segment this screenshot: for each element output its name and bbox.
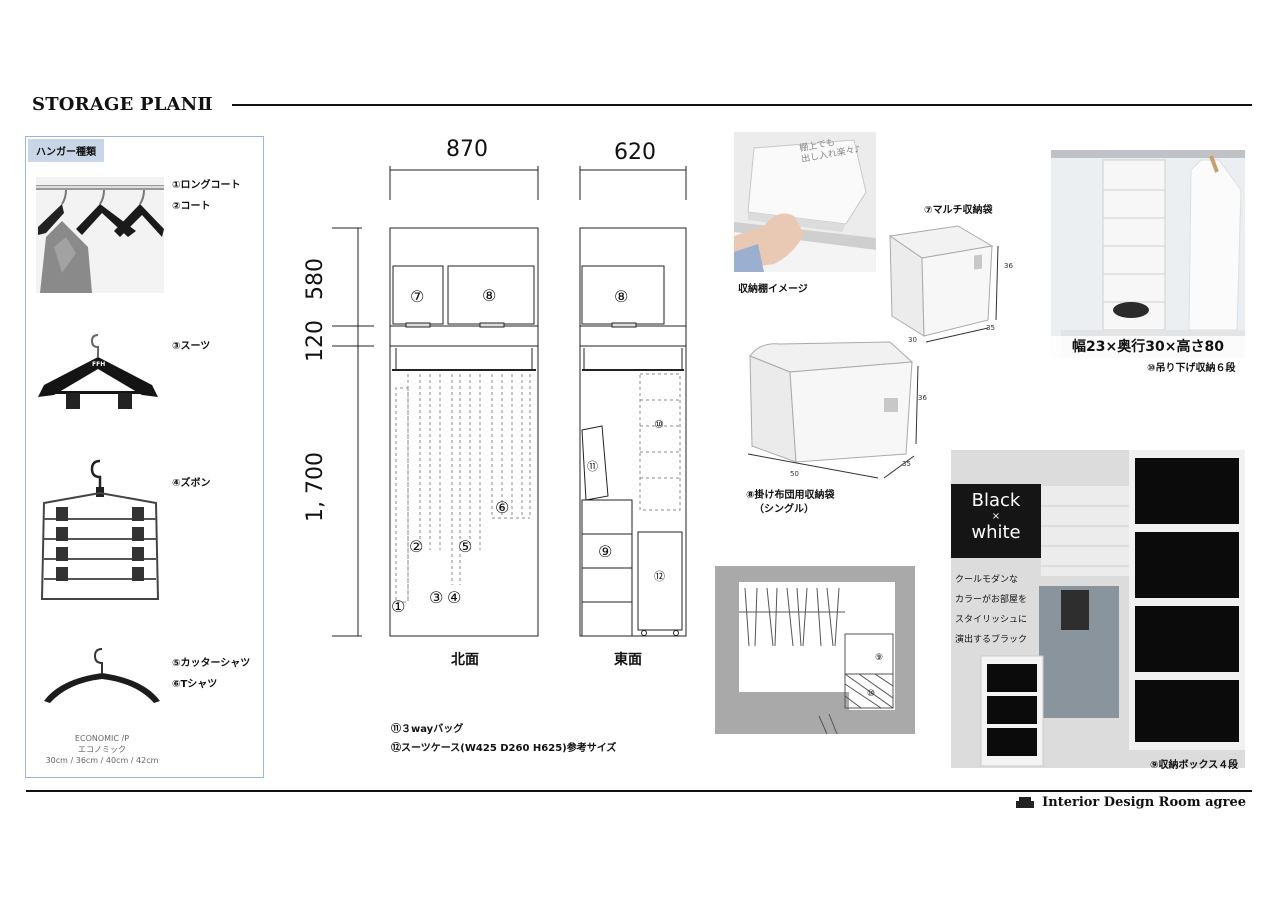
suit-hanger-photo: FFH bbox=[34, 333, 164, 413]
shirt-hanger-photo bbox=[40, 647, 164, 709]
box-copy-3: スタイリッシュに bbox=[955, 615, 1028, 625]
page-title: STORAGE PLANⅡ bbox=[32, 94, 213, 115]
box-copy-1: クールモダンな bbox=[955, 575, 1019, 585]
badge-white: white bbox=[971, 522, 1021, 543]
hanger-panel: ハンガー種類 ①ロングコート ②コート FFH ③スーツ bbox=[25, 136, 264, 778]
shirt-hanger-icon bbox=[44, 648, 160, 703]
hanger-label-shirt: ⑤カッターシャツ bbox=[172, 658, 251, 669]
marker-7-north: ⑦ bbox=[410, 287, 424, 306]
hanging-storage-photo: 幅23×奥行30×高さ80 bbox=[1051, 150, 1245, 358]
hanger-labels-3: ④ズボン bbox=[172, 473, 210, 494]
badge-black: Black bbox=[971, 490, 1021, 511]
height-dim-1700: 1, 700 bbox=[303, 452, 328, 522]
hanger-label-pants: ④ズボン bbox=[172, 478, 211, 489]
badge-times: × bbox=[991, 511, 1001, 522]
hanger-label-tshirt: ⑥Tシャツ bbox=[172, 679, 218, 690]
futon-bag-caption-1: ⑧掛け布団用収納袋 bbox=[746, 490, 835, 501]
futon-bag-illustration: 36 50 35 bbox=[747, 341, 927, 479]
box-copy-2: カラーがお部屋を bbox=[955, 595, 1028, 605]
futon-bag-dim-height: 36 bbox=[918, 394, 927, 402]
title-rule bbox=[232, 104, 1252, 106]
box-copy-4: 演出するブラック bbox=[955, 635, 1028, 645]
plan-marker-9: ⑨ bbox=[875, 653, 883, 663]
marker-12: ⑫ bbox=[654, 570, 665, 583]
brand-name: Interior Design Room agree bbox=[1042, 795, 1246, 810]
marker-4: ④ bbox=[447, 588, 461, 607]
marker-8-north: ⑧ bbox=[482, 286, 496, 305]
hanger-labels-4: ⑤カッターシャツ ⑥Tシャツ bbox=[172, 653, 250, 695]
multi-bag-dim-width: 30 bbox=[908, 336, 917, 344]
marker-1: ① bbox=[391, 597, 405, 616]
east-width-dim: 620 bbox=[614, 140, 656, 165]
economic-caption: ECONOMIC /P エコノミック 30cm / 36cm / 40cm / … bbox=[26, 733, 178, 766]
multi-bag-dim-height: 36 bbox=[1004, 262, 1013, 270]
coat-hanger-icon bbox=[36, 185, 164, 293]
north-face-label: 北面 bbox=[451, 652, 479, 668]
floor-plan: ⑨ ⑩ bbox=[715, 566, 915, 734]
suit-hanger-icon: FFH bbox=[38, 334, 158, 409]
hanger-label-suit: ③スーツ bbox=[172, 341, 211, 352]
pants-hanger-photo bbox=[36, 459, 164, 607]
marker-2: ② bbox=[409, 537, 423, 556]
marker-6: ⑥ bbox=[495, 498, 509, 517]
futon-bag-dim-depth: 35 bbox=[902, 460, 911, 468]
pants-hanger-icon bbox=[40, 459, 160, 600]
multi-bag-caption: ⑦マルチ収納袋 bbox=[924, 205, 993, 216]
economic-line-2: エコノミック bbox=[78, 745, 126, 754]
marker-11: ⑪ bbox=[587, 460, 598, 473]
hanger-labels-2: ③スーツ bbox=[172, 336, 210, 357]
marker-9: ⑨ bbox=[598, 542, 612, 561]
multi-bag-illustration: 36 30 35 bbox=[888, 225, 1013, 344]
hanger-labels-1: ①ロングコート ②コート bbox=[172, 175, 240, 217]
hanger-label-long-coat: ①ロングコート bbox=[172, 180, 241, 191]
multi-bag-dim-depth: 35 bbox=[986, 324, 995, 332]
futon-bag-caption: ⑧掛け布団用収納袋 （シングル） bbox=[746, 489, 834, 517]
hanger-label-coat: ②コート bbox=[172, 201, 211, 212]
elevation-drawings: 870 620 580 120 1, 700 ⑦ ⑧ ⑧ ① ② ③ ④ ⑤ ⑥… bbox=[303, 137, 687, 637]
marker-10: ⑩ bbox=[654, 418, 664, 431]
hanger-tag: ハンガー種類 bbox=[28, 139, 104, 162]
futon-bag-caption-2: （シングル） bbox=[754, 504, 814, 515]
economic-line-1: ECONOMIC /P bbox=[74, 734, 130, 743]
box-copy: クールモダンな カラーがお部屋を スタイリッシュに 演出するブラック bbox=[955, 570, 1027, 650]
note-bag: ⑪３wayバッグ bbox=[391, 724, 464, 735]
plan-marker-10: ⑩ bbox=[867, 689, 875, 699]
footer-rule bbox=[26, 790, 1252, 792]
economic-line-3: 30cm / 36cm / 40cm / 42cm bbox=[45, 756, 159, 765]
hanging-storage-caption: ⑩吊り下げ収納６段 bbox=[1147, 363, 1236, 374]
brand: Interior Design Room agree bbox=[1016, 795, 1246, 810]
hanging-storage-icon bbox=[1051, 150, 1245, 358]
marker-3: ③ bbox=[429, 588, 443, 607]
height-dim-580: 580 bbox=[303, 258, 328, 300]
suit-hanger-brand: FFH bbox=[92, 361, 105, 368]
hanging-storage-banner: 幅23×奥行30×高さ80 bbox=[1051, 336, 1245, 358]
east-face-label: 東面 bbox=[614, 652, 642, 668]
futon-bag-dim-width: 50 bbox=[790, 470, 799, 478]
marker-5: ⑤ bbox=[458, 537, 472, 556]
storage-box-photo: Black × white クールモダンな カラーがお部屋を スタイリッシュに … bbox=[951, 450, 1245, 768]
notes: ⑪３wayバッグ ⑫スーツケース(W425 D260 H625)参考サイズ bbox=[391, 720, 616, 758]
storage-box-caption: ⑨収納ボックス４段 bbox=[1150, 760, 1239, 771]
shelf-image-icon bbox=[734, 132, 876, 272]
sofa-icon bbox=[1016, 796, 1035, 808]
coat-hanger-photo bbox=[36, 177, 164, 293]
shelf-image-photo: 棚上でも 出し入れ楽々♪ bbox=[734, 132, 876, 272]
marker-8-east: ⑧ bbox=[614, 287, 628, 306]
note-suitcase: ⑫スーツケース(W425 D260 H625)参考サイズ bbox=[391, 743, 617, 754]
shelf-image-caption: 収納棚イメージ bbox=[738, 284, 808, 295]
black-white-badge: Black × white bbox=[951, 484, 1041, 558]
north-width-dim: 870 bbox=[446, 137, 488, 162]
height-dim-120: 120 bbox=[303, 320, 328, 362]
